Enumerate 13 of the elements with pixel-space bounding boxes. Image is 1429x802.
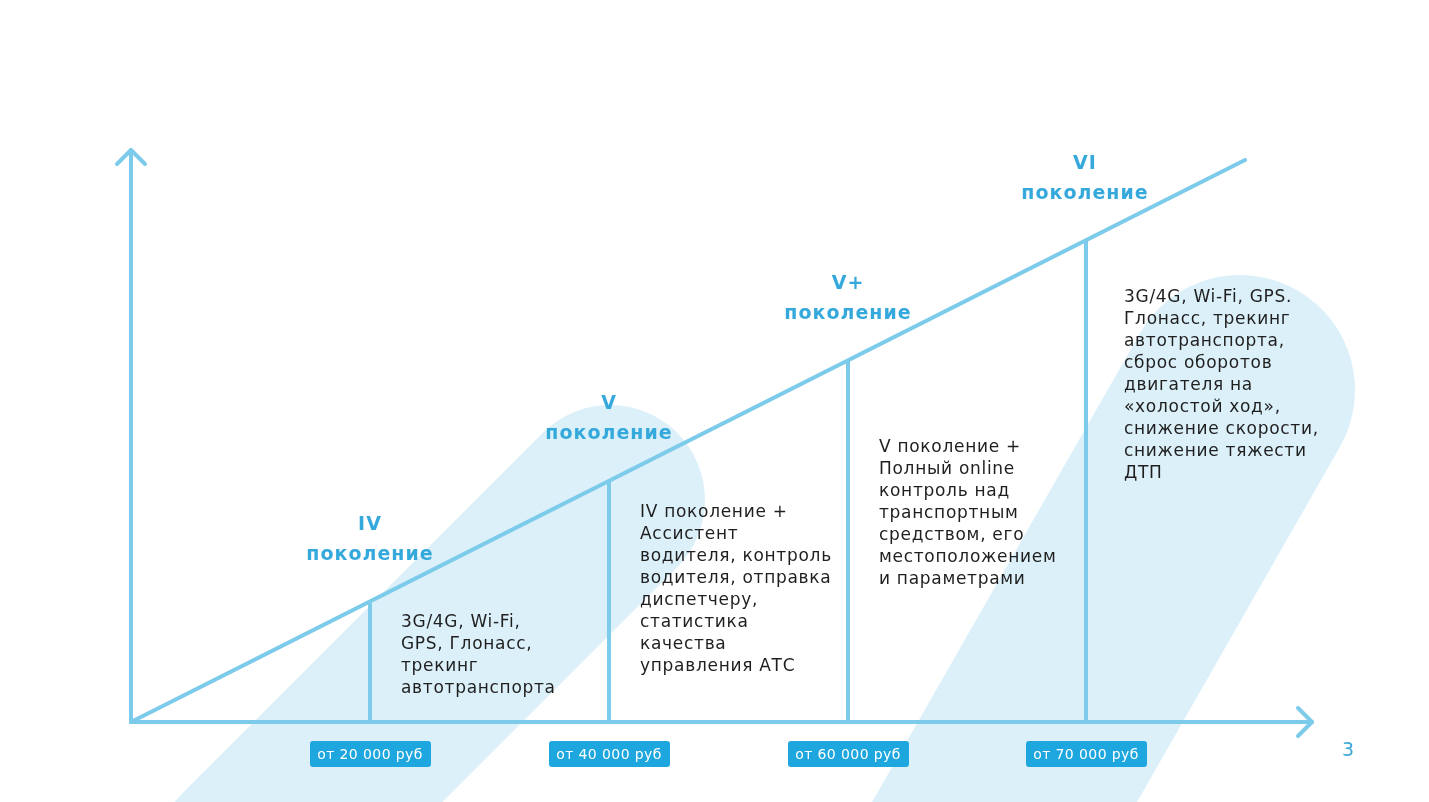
- feature-description: IV поколение + Ассистент водителя, контроль водителя, отправка диспетчеру, статистика качества управления АТС: [640, 500, 833, 676]
- price-tag: от 60 000 руб: [787, 741, 909, 767]
- generation-title: V+ поколение: [783, 270, 913, 325]
- feature-description: 3G/4G, Wi-Fi, GPS, Глонасс, трекинг автотранспорта: [401, 610, 557, 698]
- price-tag: от 20 000 руб: [309, 741, 431, 767]
- feature-description: 3G/4G, Wi-Fi, GPS. Глонасс, трекинг автотранспорта, сброс оборотов двигателя на «холостой ход», снижение скорости, снижение тяжести ДТП: [1124, 285, 1320, 483]
- price-tag: от 40 000 руб: [548, 741, 670, 767]
- page-number: 3: [1342, 737, 1356, 761]
- generation-title: VI поколение: [1020, 150, 1150, 205]
- generation-title: V поколение: [544, 390, 674, 445]
- feature-description: V поколение + Полный online контроль над транспортным средством, его местоположением и параметрами: [879, 435, 1058, 589]
- generation-title: IV поколение: [305, 511, 435, 566]
- price-tag: от 70 000 руб: [1025, 741, 1147, 767]
